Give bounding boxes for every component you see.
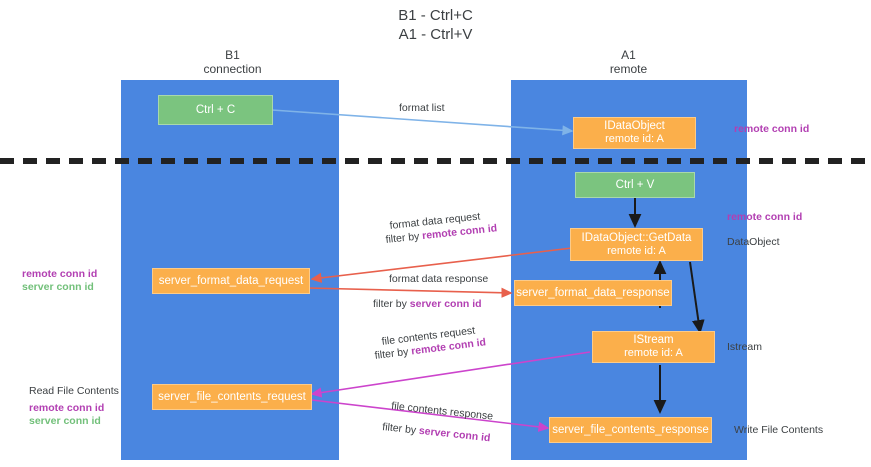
node-server-format-data-response[interactable]: server_format_data_response — [514, 280, 672, 306]
column-header-a1: A1 remote — [511, 48, 746, 76]
node-idataobject-getdata[interactable]: IDataObject::GetData remote id: A — [570, 228, 703, 261]
annotation-left-server-conn-id-bottom: server conn id — [29, 415, 101, 427]
node-ctrl-c-label: Ctrl + C — [195, 103, 236, 116]
edge-label-file-contents-response: file contents response — [391, 400, 494, 424]
node-idataobject-label: IDataObject — [604, 120, 665, 132]
column-header-b1-role: connection — [203, 62, 262, 76]
filter-by-prefix-3: filter by — [374, 345, 412, 362]
node-idataobject-getdata-remote-id: remote id: A — [607, 244, 666, 257]
edge-label-filter-by-server-conn-id-1: filter by server conn id — [373, 298, 482, 311]
node-istream[interactable]: IStream remote id: A — [592, 331, 715, 363]
column-header-a1-name: A1 — [621, 48, 636, 62]
node-server-format-data-request[interactable]: server_format_data_request — [152, 268, 310, 294]
filter-by-prefix-1: filter by — [385, 230, 423, 246]
column-header-a1-role: remote — [609, 62, 648, 76]
annotation-left-remote-conn-id-top: remote conn id — [22, 268, 98, 280]
node-server-file-contents-response[interactable]: server_file_contents_response — [549, 417, 712, 443]
edge-label-format-data-response-text: format data response — [389, 273, 489, 285]
node-idataobject-getdata-label: IDataObject::GetData — [581, 231, 692, 244]
node-server-file-contents-request[interactable]: server_file_contents_request — [152, 384, 312, 410]
page-title-line-2: A1 - Ctrl+V — [398, 26, 473, 43]
annotation-right-dataobject: DataObject — [727, 236, 780, 248]
node-idataobject[interactable]: IDataObject remote id: A — [573, 117, 696, 149]
server-conn-id-key-2: server conn id — [418, 424, 491, 445]
edge-label-file-contents-response-text: file contents response — [390, 400, 494, 423]
edge-label-format-list-text: format list — [399, 102, 445, 114]
node-server-file-contents-response-label: server_file_contents_response — [552, 423, 709, 436]
edge-label-format-data-response: format data response — [389, 273, 488, 286]
node-ctrl-v-label: Ctrl + V — [615, 178, 655, 191]
annotation-right-remote-conn-id-mid: remote conn id — [727, 211, 803, 223]
node-idataobject-remote-id: remote id: A — [605, 133, 664, 145]
node-server-file-contents-request-label: server_file_contents_request — [158, 390, 306, 403]
column-header-b1-name: B1 — [225, 48, 240, 62]
column-header-b1: B1 connection — [125, 48, 340, 76]
filter-by-prefix-4: filter by — [381, 421, 420, 437]
annotation-left-server-conn-id-top: server conn id — [22, 281, 94, 293]
page-title-line-1: B1 - Ctrl+C — [398, 7, 473, 24]
node-istream-label: IStream — [633, 334, 674, 346]
edge-label-filter-by-server-conn-id-2: filter by server conn id — [382, 421, 491, 445]
page-title: B1 - Ctrl+C A1 - Ctrl+V — [0, 6, 871, 44]
filter-by-prefix-2: filter by — [373, 298, 410, 310]
node-server-format-data-request-label: server_format_data_request — [158, 274, 304, 287]
node-server-format-data-response-label: server_format_data_response — [516, 286, 670, 299]
server-conn-id-key-1: server conn id — [409, 298, 482, 310]
annotation-right-write-file-contents: Write File Contents — [734, 424, 824, 436]
annotation-right-istream: Istream — [727, 341, 763, 353]
node-ctrl-c[interactable]: Ctrl + C — [158, 95, 273, 125]
node-ctrl-v[interactable]: Ctrl + V — [575, 172, 695, 198]
node-istream-remote-id: remote id: A — [624, 347, 683, 359]
annotation-left-read-file-contents: Read File Contents — [29, 385, 119, 397]
annotation-left-remote-conn-id-bottom: remote conn id — [29, 402, 105, 414]
annotation-right-remote-conn-id-top: remote conn id — [734, 123, 810, 135]
edge-label-format-list: format list — [399, 102, 445, 115]
